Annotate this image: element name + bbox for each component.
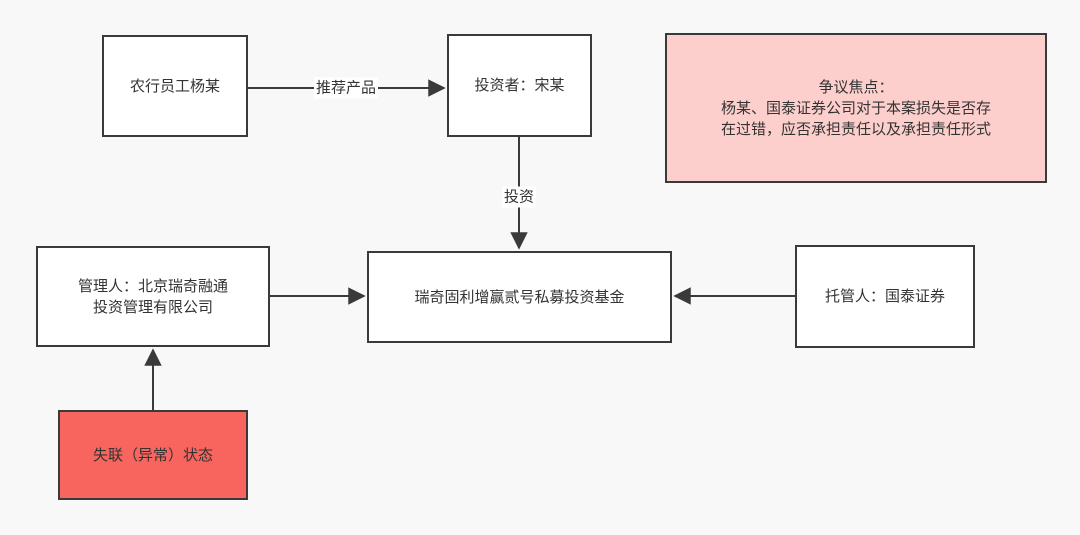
node-custodian: 托管人：国泰证券 xyxy=(795,245,975,348)
edge-label-invest: 投资 xyxy=(501,186,537,208)
node-manager-label-line2: 投资管理有限公司 xyxy=(92,298,213,316)
node-bank-employee: 农行员工杨某 xyxy=(102,35,248,137)
node-bank-employee-label: 农行员工杨某 xyxy=(129,77,220,95)
node-fund: 瑞奇固利增赢贰号私募投资基金 xyxy=(367,251,672,343)
node-dispute-focus: 争议焦点： 杨某、国泰证券公司对于本案损失是否存 在过错，应否承担责任以及承担责… xyxy=(665,33,1047,183)
node-fund-label: 瑞奇固利增赢贰号私募投资基金 xyxy=(414,288,625,306)
node-custodian-label: 托管人：国泰证券 xyxy=(824,288,945,305)
node-status-label: 失联（异常）状态 xyxy=(92,446,213,464)
edge-label-recommend-product: 推荐产品 xyxy=(313,77,379,99)
dispute-title: 争议焦点： xyxy=(818,78,894,96)
node-investor-label: 投资者：宋某 xyxy=(474,77,565,94)
dispute-body-line1: 杨某、国泰证券公司对于本案损失是否存 xyxy=(720,99,991,117)
node-investor: 投资者：宋某 xyxy=(447,34,592,137)
node-manager-label-line1: 管理人：北京瑞奇融通 xyxy=(77,277,228,295)
node-status-abnormal: 失联（异常）状态 xyxy=(58,410,248,500)
dispute-body-line2: 在过错，应否承担责任以及承担责任形式 xyxy=(720,120,991,138)
node-manager: 管理人：北京瑞奇融通 投资管理有限公司 xyxy=(36,246,270,347)
